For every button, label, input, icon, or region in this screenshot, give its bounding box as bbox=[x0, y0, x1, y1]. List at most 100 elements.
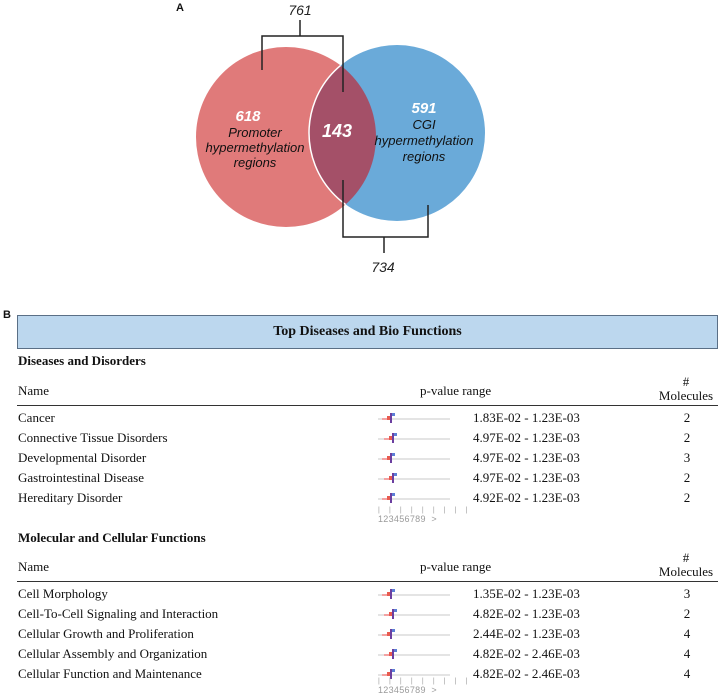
glyph-mark bbox=[389, 612, 392, 616]
glyph-mark bbox=[387, 416, 390, 420]
glyph-mark bbox=[392, 453, 395, 456]
col-pvalue-header: p-value range bbox=[420, 383, 492, 398]
glyph-mark bbox=[384, 438, 389, 440]
glyph-mark bbox=[394, 473, 397, 476]
glyph-mark bbox=[382, 594, 387, 596]
row-molecules: 2 bbox=[683, 430, 691, 445]
row-name: Cell-To-Cell Signaling and Interaction bbox=[18, 606, 219, 621]
col-molecules-header: # Molecules bbox=[646, 375, 720, 403]
pvalue-axis: | | | | | | | | | 123456789 > bbox=[378, 678, 471, 695]
axis-numbers: 123456789 bbox=[378, 685, 426, 695]
table-row: Cell Morphology 1.35E-02 - 1.23E-03 3 bbox=[0, 584, 720, 604]
glyph-mark bbox=[392, 433, 394, 443]
top-total: 761 bbox=[288, 2, 311, 18]
glyph-mark bbox=[387, 496, 390, 500]
glyph-mark bbox=[384, 614, 389, 616]
glyph-mark bbox=[392, 609, 394, 619]
row-name: Hereditary Disorder bbox=[18, 490, 123, 505]
pvalue-range-glyph bbox=[378, 609, 450, 619]
row-molecules: 3 bbox=[683, 586, 691, 601]
pvalue-range-glyph bbox=[378, 629, 450, 639]
glyph-mark bbox=[392, 413, 395, 416]
axis-arrow: > bbox=[431, 685, 437, 695]
row-name: Cancer bbox=[18, 410, 55, 425]
panel-b-label: B bbox=[3, 309, 11, 321]
top-bracket bbox=[261, 35, 344, 92]
row-molecules: 4 bbox=[683, 666, 691, 681]
row-pvalue: 1.83E-02 - 1.23E-03 bbox=[473, 410, 580, 425]
promoter-label-3: regions bbox=[234, 155, 277, 170]
glyph-mark bbox=[390, 589, 392, 599]
row-name: Developmental Disorder bbox=[18, 450, 147, 465]
row-molecules: 2 bbox=[683, 470, 691, 485]
glyph-mark bbox=[392, 629, 395, 632]
row-pvalue: 4.82E-02 - 1.23E-03 bbox=[473, 606, 580, 621]
row-name: Connective Tissue Disorders bbox=[18, 430, 168, 445]
section-title-molecular: Molecular and Cellular Functions bbox=[18, 530, 206, 545]
glyph-mark bbox=[390, 669, 392, 679]
row-molecules: 3 bbox=[683, 450, 691, 465]
table-row: Cellular Growth and Proliferation 2.44E-0… bbox=[0, 624, 720, 644]
row-molecules: 4 bbox=[683, 646, 691, 661]
bottom-total: 734 bbox=[371, 259, 395, 275]
axis-ticks: | | | | | | | | | bbox=[378, 507, 472, 514]
axis-ticks: | | | | | | | | | bbox=[378, 678, 472, 685]
overlap-region bbox=[309, 47, 376, 221]
table-title: Top Diseases and Bio Functions bbox=[273, 324, 462, 339]
col-molecules-header: # Molecules bbox=[646, 551, 720, 579]
row-molecules: 2 bbox=[683, 490, 691, 505]
glyph-mark bbox=[390, 493, 392, 503]
axis-numbers: 123456789 bbox=[378, 514, 426, 524]
table-row: Hereditary Disorder 4.92E-02 - 1.23E-03 2 bbox=[0, 488, 720, 508]
glyph-mark bbox=[392, 493, 395, 496]
glyph-mark bbox=[390, 629, 392, 639]
glyph-mark bbox=[392, 589, 395, 592]
glyph-mark bbox=[394, 433, 397, 436]
glyph-mark bbox=[392, 649, 394, 659]
row-pvalue: 4.97E-02 - 1.23E-03 bbox=[473, 470, 580, 485]
glyph-mark bbox=[390, 453, 392, 463]
row-pvalue: 4.82E-02 - 2.46E-03 bbox=[473, 646, 580, 661]
overlap-outline bbox=[308, 47, 376, 222]
col-pvalue-header: p-value range bbox=[420, 559, 492, 574]
row-pvalue: 1.35E-02 - 1.23E-03 bbox=[473, 586, 580, 601]
section-title-diseases: Diseases and Disorders bbox=[18, 353, 146, 368]
glyph-mark bbox=[392, 669, 395, 672]
row-molecules: 2 bbox=[683, 606, 691, 621]
divider bbox=[17, 581, 718, 582]
row-pvalue: 4.92E-02 - 1.23E-03 bbox=[473, 490, 580, 505]
row-molecules: 4 bbox=[683, 626, 691, 641]
pvalue-range-glyph bbox=[378, 473, 450, 483]
glyph-mark bbox=[384, 654, 389, 656]
glyph-mark bbox=[382, 458, 387, 460]
glyph-mark bbox=[394, 649, 397, 652]
pvalue-range-glyph bbox=[378, 669, 450, 679]
table-header: Top Diseases and Bio Functions bbox=[17, 315, 718, 349]
row-name: Cell Morphology bbox=[18, 586, 108, 601]
venn-diagram: 761 734 618 Promoter hypermethylation re… bbox=[196, 2, 485, 275]
glyph-mark bbox=[389, 436, 392, 440]
pvalue-range-glyph bbox=[378, 493, 450, 503]
glyph-mark bbox=[382, 498, 387, 500]
panel-a-label: A bbox=[176, 2, 184, 14]
glyph-mark bbox=[389, 652, 392, 656]
glyph-mark bbox=[394, 609, 397, 612]
row-name: Cellular Growth and Proliferation bbox=[18, 626, 194, 641]
glyph-mark bbox=[387, 672, 390, 676]
glyph-mark bbox=[387, 632, 390, 636]
row-name: Cellular Function and Maintenance bbox=[18, 666, 202, 681]
glyph-mark bbox=[382, 674, 387, 676]
axis-arrow: > bbox=[431, 514, 437, 524]
glyph-mark bbox=[387, 592, 390, 596]
promoter-count: 618 bbox=[235, 108, 261, 125]
pvalue-range-glyph bbox=[378, 433, 450, 443]
row-pvalue: 4.82E-02 - 2.46E-03 bbox=[473, 666, 580, 681]
table-row: Cell-To-Cell Signaling and Interaction 4.… bbox=[0, 604, 720, 624]
row-pvalue: 2.44E-02 - 1.23E-03 bbox=[473, 626, 580, 641]
cgi-label-2: hypermethylation bbox=[375, 133, 474, 148]
divider bbox=[17, 405, 718, 406]
glyph-mark bbox=[382, 634, 387, 636]
